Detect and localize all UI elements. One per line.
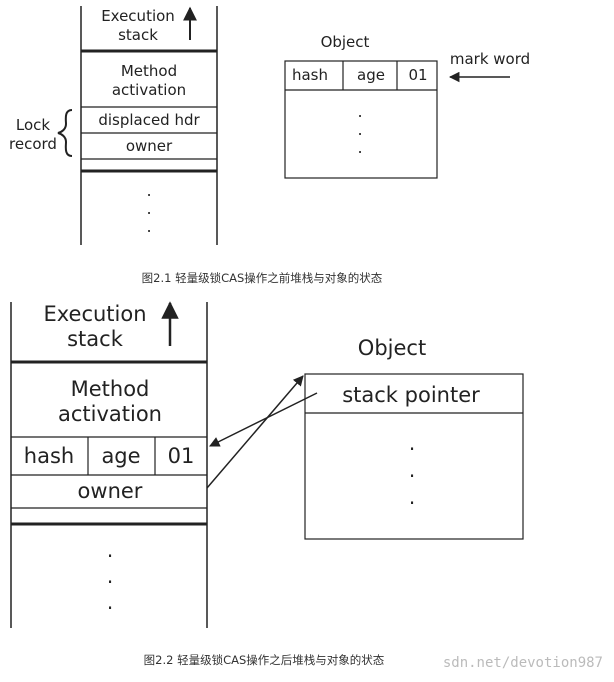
watermark: sdn.net/devotion987 — [443, 655, 603, 671]
object1-lockbits: 01 — [408, 66, 427, 84]
stack2-method: Method — [71, 377, 150, 401]
stack1-title: Execution — [101, 7, 175, 25]
stack2-age: age — [101, 444, 140, 468]
lock-label: Lock — [16, 116, 51, 134]
stack2-ellipsis-2: . — [107, 564, 113, 588]
object2-title: Object — [358, 336, 426, 360]
figure-2-text: Execution stack Method activation hash a… — [24, 302, 603, 671]
object2-ellipsis-2: . — [409, 458, 415, 482]
object1-ellipsis-1: . — [357, 102, 362, 121]
figure2-caption: 图2.2 轻量级锁CAS操作之后堆栈与对象的状态 — [144, 653, 385, 667]
figure1-caption: 图2.1 轻量级锁CAS操作之前堆栈与对象的状态 — [142, 271, 383, 285]
record-label: record — [9, 135, 57, 153]
object2-box — [304, 373, 524, 540]
stack2-title-2: stack — [67, 327, 124, 351]
stack2-title: Execution — [43, 302, 146, 326]
stack2-method-2: activation — [58, 402, 162, 426]
object1-age: age — [357, 66, 385, 84]
stack1-displaced-hdr: displaced hdr — [98, 111, 200, 129]
stack1-title-2: stack — [118, 26, 158, 44]
stack1-ellipsis-1: . — [146, 181, 151, 200]
object2-stack-pointer: stack pointer — [342, 383, 480, 407]
mark-word-label: mark word — [450, 50, 530, 68]
owner-to-object-arrow — [206, 375, 304, 489]
object1-ellipsis-3: . — [357, 138, 362, 157]
stack1-owner: owner — [126, 137, 173, 155]
stack1-ellipsis-2: . — [146, 199, 151, 218]
stack1-method-2: activation — [112, 81, 186, 99]
figure-2 — [10, 301, 524, 628]
stack2-lockbits: 01 — [168, 444, 195, 468]
object1-hash: hash — [292, 66, 328, 84]
object1-ellipsis-2: . — [357, 120, 362, 139]
object2-ellipsis-3: . — [409, 485, 415, 509]
stack2-ellipsis-3: . — [107, 590, 113, 614]
object1-title: Object — [321, 33, 370, 51]
figure-1 — [57, 6, 510, 245]
stack2-owner: owner — [78, 479, 143, 503]
object1-box — [284, 60, 438, 179]
stack2-ellipsis-1: . — [107, 538, 113, 562]
figure-1-text: Execution stack Method activation displa… — [9, 7, 530, 285]
stack1-method: Method — [121, 62, 177, 80]
lock-record-brace — [57, 109, 73, 157]
stack1-ellipsis-3: . — [146, 217, 151, 236]
stack2-hash: hash — [24, 444, 74, 468]
stack-pointer-arrow — [209, 392, 318, 447]
object2-ellipsis-1: . — [409, 431, 415, 455]
